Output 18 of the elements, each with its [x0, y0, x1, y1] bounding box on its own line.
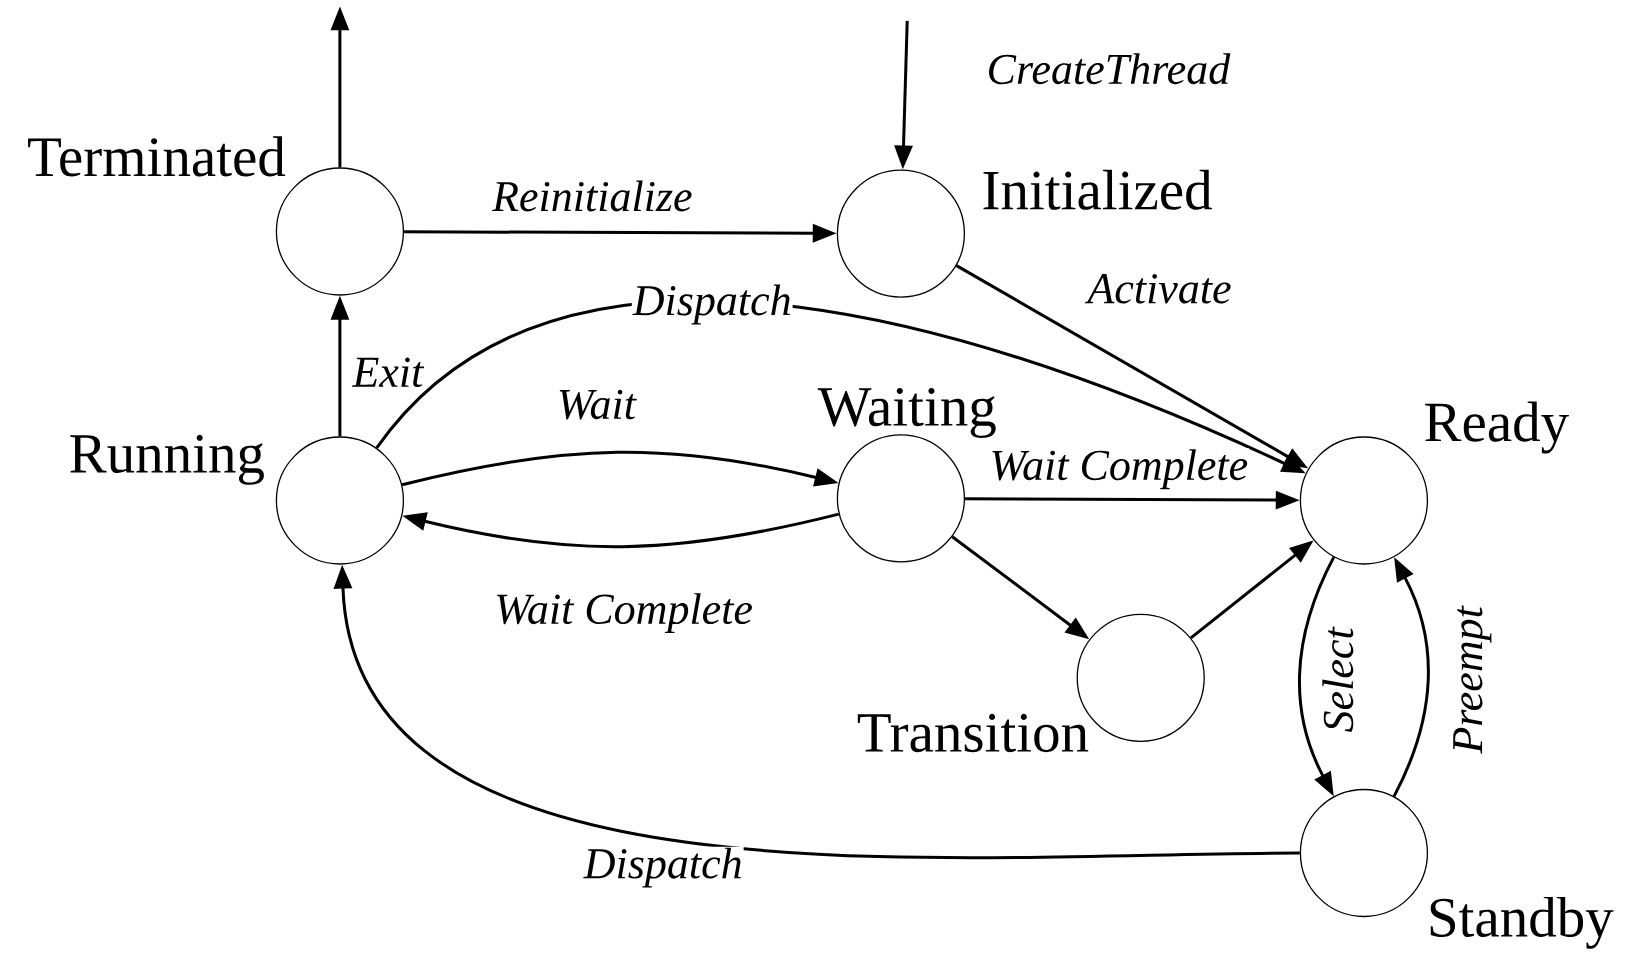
edge-label: Wait Complete [493, 592, 754, 635]
edge-label: Activate [1085, 273, 1233, 305]
edge-label: Reinitialize [491, 179, 694, 213]
edge-label: Preempt [1452, 605, 1493, 755]
state-label: Transition [857, 713, 1089, 753]
state-label: Standby [1430, 896, 1614, 949]
state-label: Ready [1425, 401, 1569, 454]
edge-label: Wait [555, 388, 637, 421]
edge-label: Dispatch [631, 283, 793, 326]
edge-label: Dispatch [582, 846, 744, 889]
state-label: Waiting [817, 387, 996, 438]
edge-label: Exit [351, 356, 425, 389]
edge-label: Wait Complete [988, 448, 1250, 491]
state-label: Terminated [28, 136, 286, 177]
state-label: Initialized [983, 169, 1212, 210]
edge-label: CreateThread [985, 52, 1232, 86]
edge-label: Select [1321, 626, 1355, 734]
state-label: Running [70, 434, 264, 485]
